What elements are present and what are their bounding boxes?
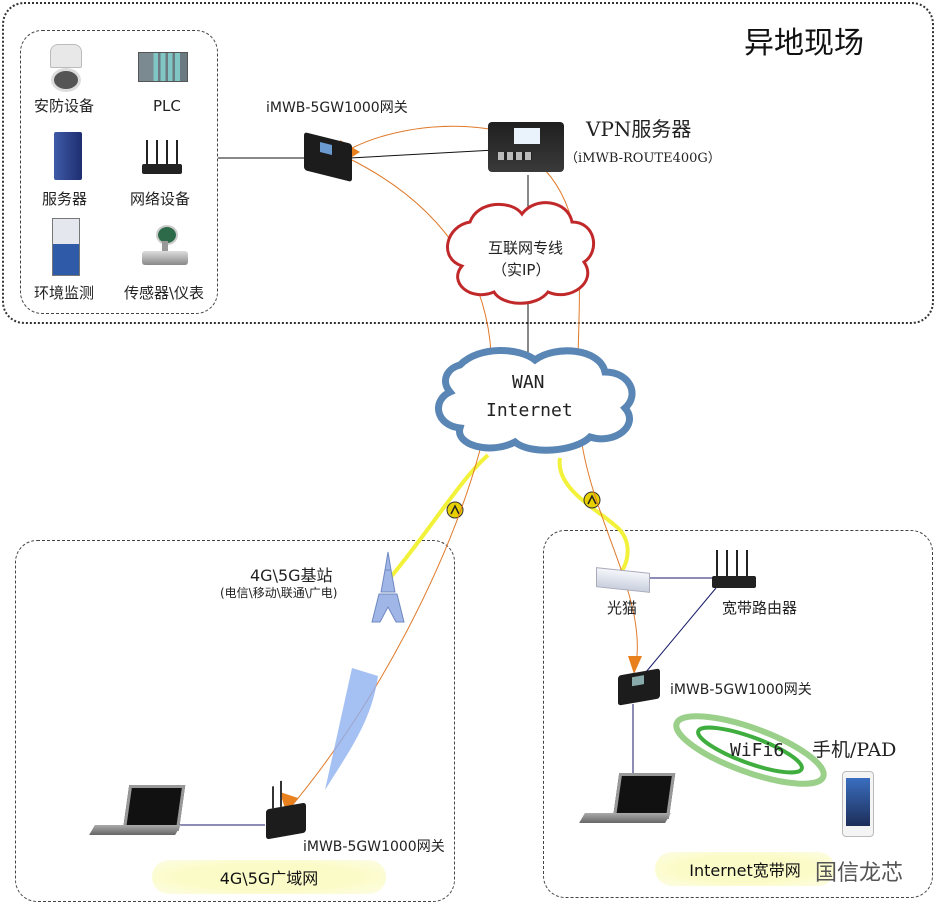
vpn-server-model: （iMWB-ROUTE400G） [565, 151, 721, 166]
device-group-zone [20, 30, 218, 314]
remote-gateway-label: iMWB-5GW1000网关 [266, 100, 408, 116]
gateway-logo-icon [632, 675, 644, 687]
device-label-sensor: 传感器\仪表 [124, 284, 205, 302]
router-icon [712, 576, 756, 588]
wireless-zone-label: 4G\5G广域网 [152, 860, 386, 894]
base-station-tower-icon [371, 551, 405, 623]
device-camera [46, 44, 86, 92]
tunnel-arrow-broadband [628, 656, 642, 674]
device-label-security: 安防设备 [34, 97, 95, 115]
device-label-server: 服务器 [42, 190, 88, 208]
wifi-ring-icon [696, 725, 804, 775]
fiber-connector-icon [583, 491, 601, 509]
vpn-server-device[interactable] [488, 122, 564, 172]
broadband-router-device[interactable] [712, 550, 756, 590]
broadband-zone-label: Internet宽带网 [655, 852, 835, 886]
mobile-device[interactable] [842, 771, 874, 837]
camera-icon [50, 44, 82, 68]
dedicated-line-sub: （实IP） [492, 261, 551, 279]
wan-label: WAN [512, 372, 545, 393]
device-label-plc: PLC [153, 97, 181, 115]
mobile-label: 手机/PAD [812, 739, 897, 761]
gateway-broadband-label: iMWB-5GW1000网关 [670, 682, 812, 698]
wifi-ring-icon [673, 713, 827, 787]
wireless-zone [15, 540, 455, 902]
gateway-logo-icon [320, 142, 332, 155]
page-title: 异地现场 [744, 26, 864, 61]
router-label: 宽带路由器 [722, 599, 798, 617]
base-station-label: 4G\5G基站 [250, 566, 333, 585]
modem-label: 光猫 [607, 599, 638, 617]
router-icon [142, 140, 182, 180]
vpn-logo-icon [514, 128, 540, 144]
vpn-server-label: VPN服务器 [586, 117, 692, 141]
remote-site-zone [2, 2, 934, 324]
wireless-beam-icon [325, 668, 378, 790]
broadband-zone [543, 530, 933, 898]
wifi-label: WiFi6 [730, 740, 785, 761]
phone-screen-icon [846, 778, 870, 826]
device-label-network: 网络设备 [130, 190, 191, 208]
dedicated-line-cloud-icon [446, 201, 595, 305]
env-monitor-icon [52, 218, 80, 276]
laptop-broadband[interactable] [579, 773, 676, 833]
fiber-wan-modem [557, 457, 630, 580]
gateway-4g-label: iMWB-5GW1000网关 [303, 839, 445, 855]
base-station-sub: (电信\移动\联通\广电) [220, 586, 338, 600]
wan-cloud-icon [435, 347, 636, 454]
server-icon [54, 132, 82, 180]
laptop-4g[interactable] [89, 785, 186, 845]
fiber-wan-basestation [388, 453, 490, 580]
sensor-icon [142, 225, 188, 271]
dedicated-line-label: 互联网专线 [488, 239, 564, 257]
plc-icon [138, 52, 188, 82]
internet-label: Internet [486, 400, 573, 421]
link-gateway-vpn [349, 149, 496, 159]
antenna-icon [272, 786, 274, 809]
watermark: 国信龙芯 [815, 861, 904, 886]
device-label-env: 环境监测 [34, 284, 95, 302]
link-router-gateway [645, 587, 717, 673]
